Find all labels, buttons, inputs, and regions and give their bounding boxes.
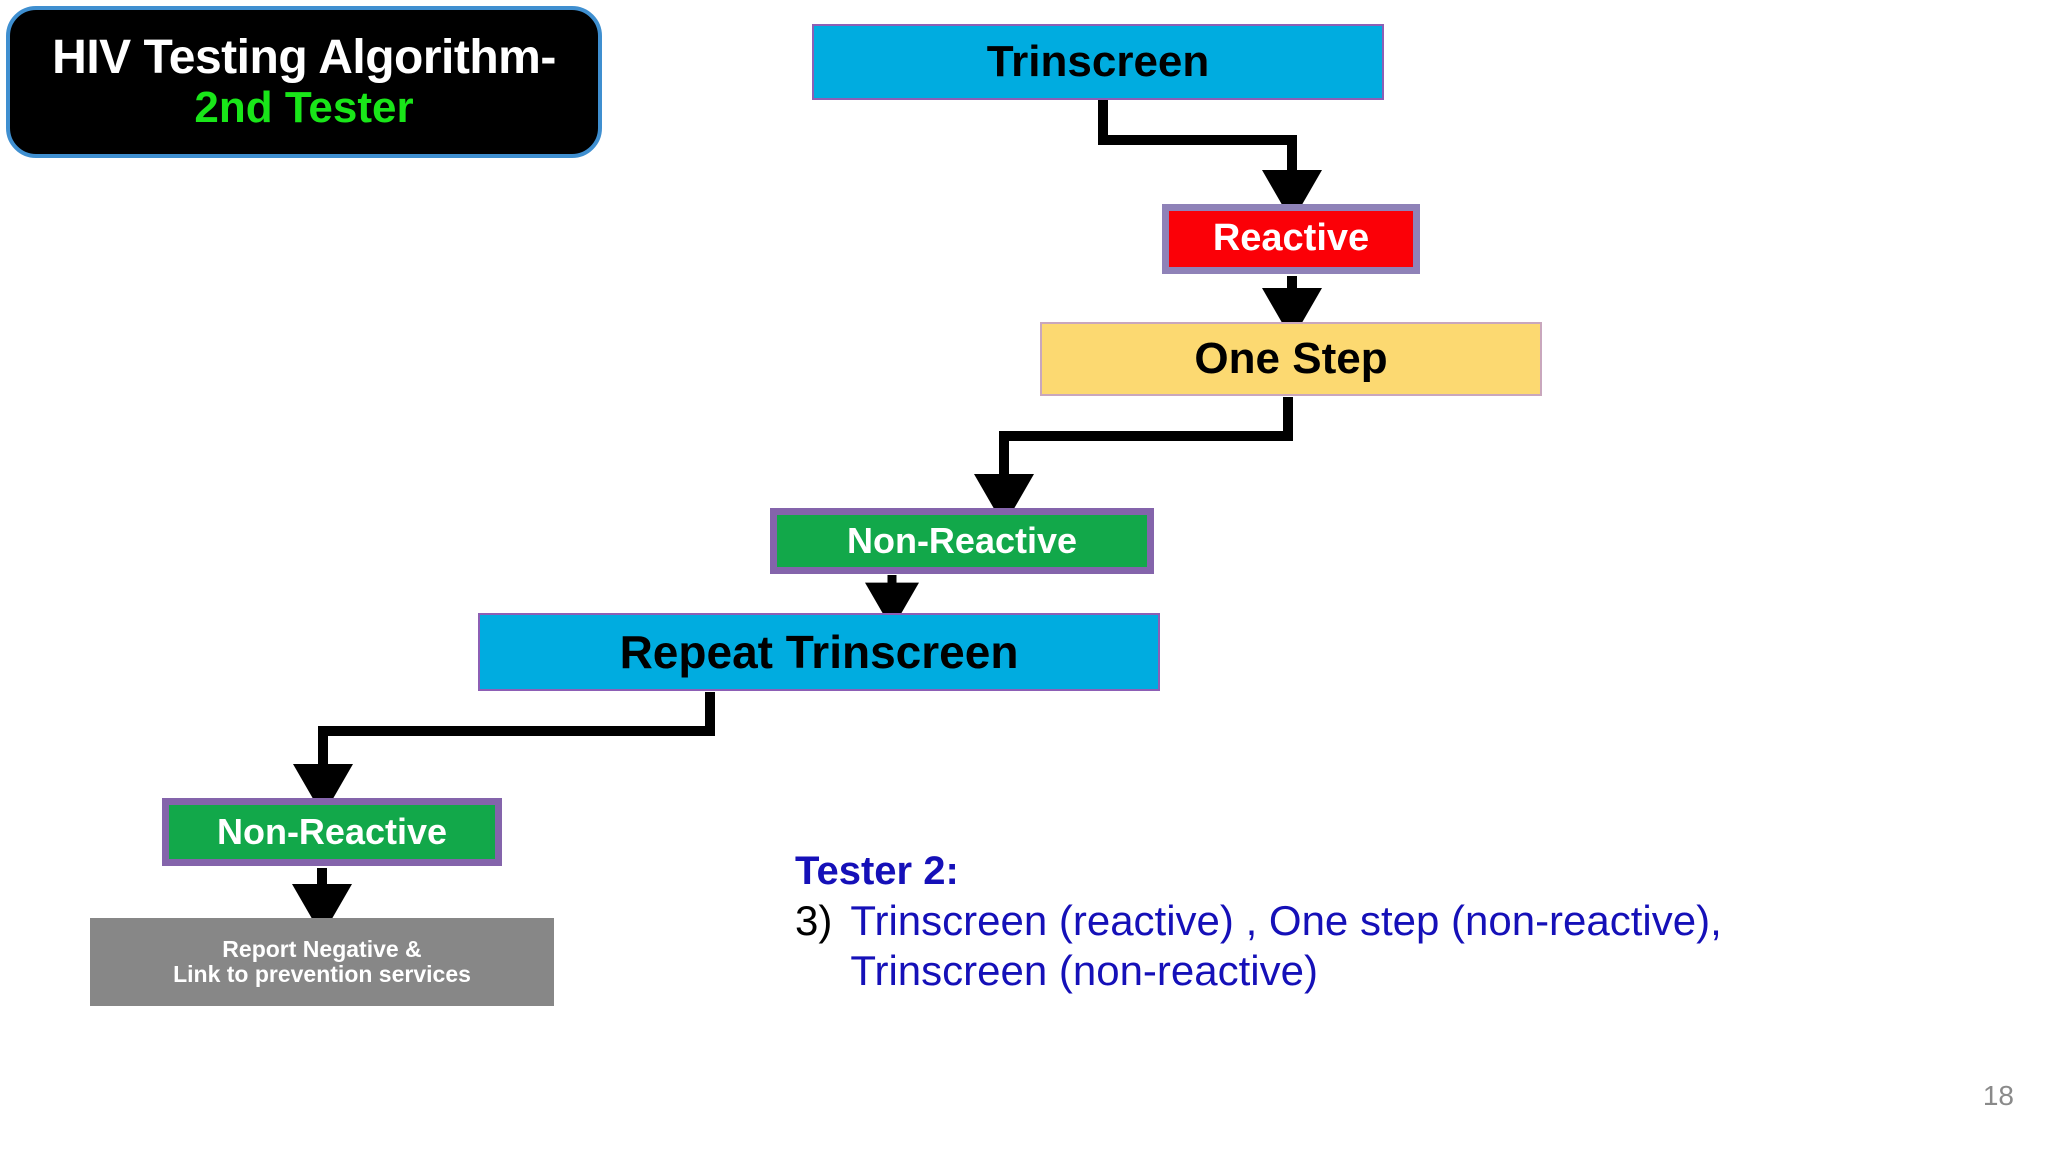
flow-node-one-step-label: One Step [1194, 333, 1388, 383]
flow-node-non-reactive-upper-label: Non-Reactive [846, 520, 1078, 562]
flow-node-non-reactive-lower-label: Non-Reactive [216, 811, 448, 853]
flow-node-reactive-label: Reactive [1212, 217, 1370, 260]
flow-node-one-step[interactable]: One Step [1040, 322, 1542, 396]
slide-title-badge: HIV Testing Algorithm- 2nd Tester [6, 6, 602, 158]
flow-node-report-negative-label: Report Negative & Link to prevention ser… [173, 935, 471, 988]
page-number: 18 [1982, 1080, 2014, 1111]
tester-notes-marker: 3) [795, 897, 833, 944]
flow-node-repeat-trinscreen[interactable]: Repeat Trinscreen [478, 613, 1160, 691]
flow-node-trinscreen-label: Trinscreen [986, 36, 1210, 86]
flow-node-repeat-trinscreen-label: Repeat Trinscreen [619, 625, 1019, 678]
connector-onestep-to-nonreactive [974, 397, 1293, 527]
connector-trinscreen-to-reactive [1098, 100, 1322, 223]
flow-node-report-negative[interactable]: Report Negative & Link to prevention ser… [90, 918, 554, 1006]
slide-title-line-2: 2nd Tester [194, 83, 414, 133]
flow-node-non-reactive-lower[interactable]: Non-Reactive [162, 798, 502, 866]
tester-notes-heading: Tester 2: [795, 849, 959, 893]
tester-notes-body: Trinscreen (reactive) , One step (non-re… [850, 896, 1721, 995]
report-line-1: Report Negative & [222, 935, 422, 962]
tester-notes-item: 3) Trinscreen (reactive) , One step (non… [795, 896, 1975, 995]
tester-notes-block: Tester 2: 3) Trinscreen (reactive) , One… [795, 848, 1975, 995]
flow-node-reactive[interactable]: Reactive [1162, 204, 1420, 274]
flow-node-non-reactive-upper[interactable]: Non-Reactive [770, 508, 1154, 574]
flow-node-trinscreen[interactable]: Trinscreen [812, 24, 1384, 100]
tester-notes-body-line-1: Trinscreen (reactive) , One step (non-re… [850, 897, 1722, 944]
slide-title-line-1: HIV Testing Algorithm- [52, 31, 556, 85]
connector-repeat-to-nonreactive2 [293, 692, 715, 817]
tester-notes-body-line-2: Trinscreen (non-reactive) [850, 946, 1318, 994]
report-line-2: Link to prevention services [173, 961, 471, 987]
